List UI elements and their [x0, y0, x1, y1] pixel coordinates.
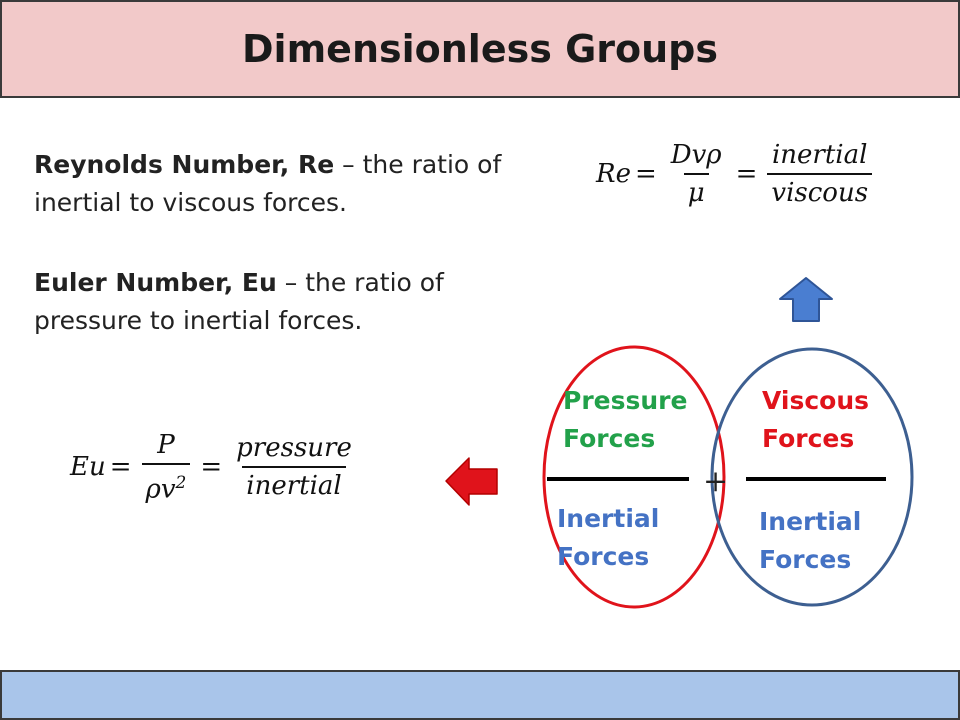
reynolds-description: – the ratio of inertial to viscous force…: [34, 150, 502, 217]
footer-bar: [0, 670, 960, 720]
equals-sign: =: [634, 159, 657, 189]
pressure-forces-label: Pressure Forces: [563, 386, 688, 453]
equals-sign: =: [200, 452, 223, 483]
euler-fraction-1: P ρv2: [141, 430, 191, 505]
reynolds-fraction-1: Dvρ μ: [667, 140, 726, 208]
reynolds-numerator-2: inertial: [771, 140, 868, 170]
reynolds-fraction-2: inertial viscous: [767, 140, 873, 208]
up-arrow-icon: [779, 277, 833, 322]
euler-numerator-1: P: [157, 430, 175, 460]
viscous-group-ellipse: [710, 347, 914, 607]
pressure-group-ellipse: [542, 345, 726, 609]
euler-denominator-2: inertial: [242, 466, 346, 501]
euler-denominator-1: ρv2: [141, 463, 191, 505]
euler-description: – the ratio of pressure to inertial forc…: [34, 268, 444, 335]
euler-equation: Eu = P ρv2 = pressure inertial: [70, 430, 362, 505]
euler-definition: Euler Number, Eu – the ratio of pressure…: [34, 264, 514, 340]
pressure-inertial-label: Inertial Forces: [557, 504, 660, 571]
equals-sign: =: [735, 159, 758, 189]
euler-lhs: Eu: [70, 452, 106, 483]
reynolds-numerator-1: Dvρ: [670, 140, 722, 170]
viscous-fraction-bar: [746, 477, 886, 481]
euler-denominator-base: ρv: [145, 474, 176, 505]
equals-sign: =: [109, 452, 132, 483]
euler-denominator-exponent: 2: [175, 473, 187, 493]
left-arrow-icon: [445, 457, 498, 506]
reynolds-equation: Re = Dvρ μ = inertial viscous: [596, 140, 878, 208]
reynolds-denominator-1: μ: [683, 173, 709, 208]
euler-fraction-2: pressure inertial: [232, 433, 356, 501]
viscous-forces-label: Viscous Forces: [762, 386, 870, 453]
plus-sign: +: [703, 464, 729, 499]
page-title: Dimensionless Groups: [242, 27, 718, 71]
reynolds-term: Reynolds Number, Re: [34, 150, 335, 179]
reynolds-definition: Reynolds Number, Re – the ratio of inert…: [34, 146, 534, 222]
euler-numerator-2: pressure: [236, 433, 352, 464]
reynolds-lhs: Re: [596, 159, 631, 189]
reynolds-denominator-2: viscous: [767, 173, 873, 208]
pressure-fraction-bar: [547, 477, 689, 481]
viscous-inertial-label: Inertial Forces: [759, 507, 862, 574]
euler-term: Euler Number, Eu: [34, 268, 277, 297]
title-bar: Dimensionless Groups: [0, 0, 960, 98]
